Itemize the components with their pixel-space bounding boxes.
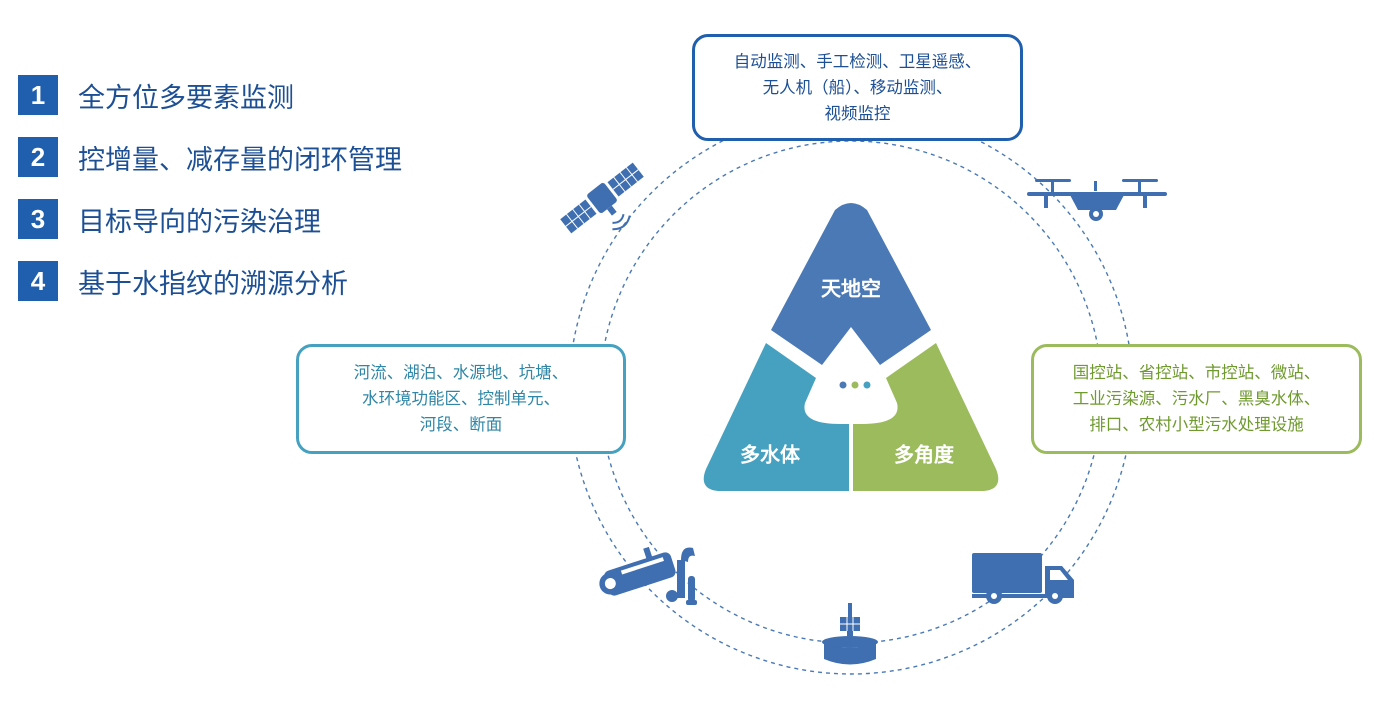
- callout-monitoring-sites: 国控站、省控站、市控站、微站、 工业污染源、污水厂、黑臭水体、 排口、农村小型污…: [1031, 344, 1362, 454]
- drone-icon: [1027, 179, 1167, 221]
- triangle-segment-top: [771, 203, 931, 365]
- callout-monitoring-methods: 自动监测、手工检测、卫星遥感、 无人机（船）、移动监测、 视频监控: [692, 34, 1023, 141]
- feature-number: 2: [18, 137, 58, 177]
- truck-icon: [972, 553, 1074, 604]
- feature-number: 1: [18, 75, 58, 115]
- center-dots: [839, 381, 871, 389]
- feature-text: 全方位多要素监测: [78, 82, 294, 114]
- callout-water-bodies: 河流、湖泊、水源地、坑塘、 水环境功能区、控制单元、 河段、断面: [296, 344, 626, 454]
- label-multi-angle: 多角度: [894, 442, 954, 467]
- feature-item: 2 控增量、减存量的闭环管理: [18, 126, 402, 188]
- label-multi-water: 多水体: [740, 442, 800, 467]
- triangle-segment-right: [853, 343, 999, 491]
- feature-item: 3 目标导向的污染治理: [18, 188, 402, 250]
- buoy-station-icon: [822, 603, 878, 665]
- callout-line: 视频监控: [824, 103, 891, 123]
- feature-text: 控增量、减存量的闭环管理: [78, 144, 402, 176]
- callout-line: 工业污染源、污水厂、黑臭水体、: [1072, 389, 1321, 408]
- satellite-icon: [560, 162, 644, 234]
- feature-number: 3: [18, 199, 58, 239]
- callout-line: 河流、湖泊、水源地、坑塘、: [353, 363, 569, 382]
- feature-list: 1 全方位多要素监测 2 控增量、减存量的闭环管理 3 目标导向的污染治理 4 …: [18, 64, 402, 312]
- label-sky-ground-air: 天地空: [821, 276, 881, 301]
- triangle-segment-left: [703, 343, 849, 491]
- callout-line: 国控站、省控站、市控站、微站、: [1072, 363, 1321, 382]
- feature-text: 目标导向的污染治理: [78, 206, 321, 238]
- callout-line: 河段、断面: [419, 415, 503, 434]
- cctv-camera-icon: [599, 546, 697, 605]
- callout-line: 排口、农村小型污水处理设施: [1089, 415, 1304, 434]
- callout-line: 自动监测、手工检测、卫星遥感、: [733, 51, 982, 71]
- feature-number: 4: [18, 261, 58, 301]
- feature-item: 4 基于水指纹的溯源分析: [18, 250, 402, 312]
- feature-text: 基于水指纹的溯源分析: [78, 268, 348, 300]
- feature-item: 1 全方位多要素监测: [18, 64, 402, 126]
- callout-line: 水环境功能区、控制单元、: [362, 389, 560, 408]
- callout-line: 无人机（船）、移动监测、: [762, 77, 953, 97]
